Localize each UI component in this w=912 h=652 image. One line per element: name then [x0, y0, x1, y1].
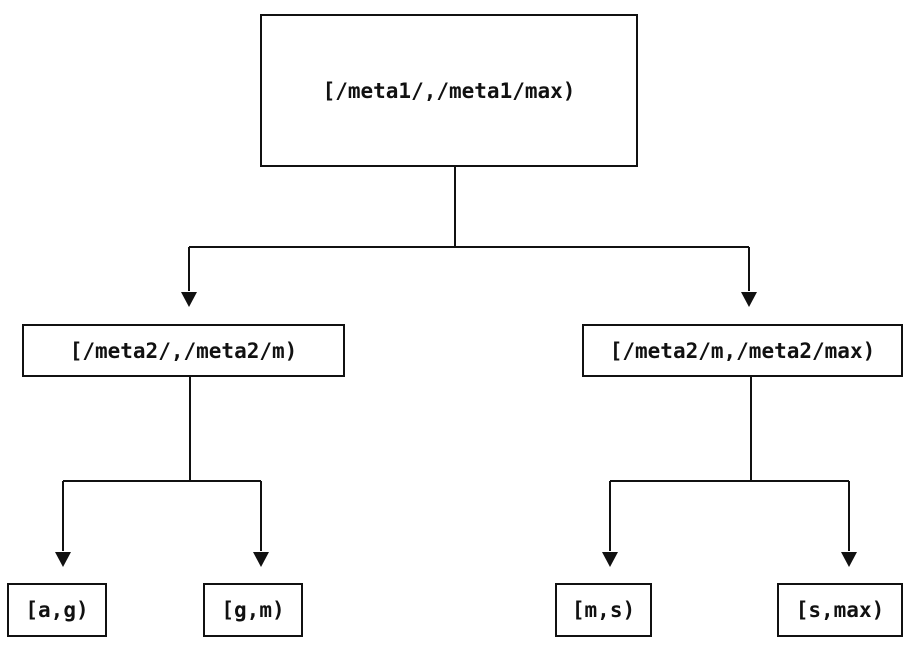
node-left-range: [/meta2/,/meta2/m)	[22, 324, 345, 377]
connector-root-to-children	[181, 167, 757, 307]
edge-right-leaves-lines	[609, 377, 850, 551]
edge-root-children-lines	[188, 167, 750, 291]
arrowhead-icon	[55, 552, 71, 567]
node-label: [/meta2/,/meta2/m)	[69, 338, 298, 363]
node-root-range: [/meta1/,/meta1/max)	[260, 14, 638, 167]
node-label: [a,g)	[25, 598, 89, 622]
arrowhead-icon	[253, 552, 269, 567]
arrowhead-icon	[741, 292, 757, 307]
leaf-node-s-max: [s,max)	[777, 583, 903, 637]
leaf-node-g-m: [g,m)	[203, 583, 303, 637]
node-label: [m,s)	[571, 598, 636, 622]
node-right-range: [/meta2/m,/meta2/max)	[582, 324, 903, 377]
connector-right-to-leaves	[602, 377, 857, 567]
arrowhead-icon	[181, 292, 197, 307]
arrowhead-icon	[841, 552, 857, 567]
connector-left-to-leaves	[55, 377, 269, 567]
arrowhead-icon	[602, 552, 618, 567]
node-label: [s,max)	[795, 598, 885, 622]
node-label: [/meta1/,/meta1/max)	[322, 78, 576, 103]
leaf-node-a-g: [a,g)	[7, 583, 107, 637]
edge-left-leaves-lines	[62, 377, 262, 551]
node-label: [/meta2/m,/meta2/max)	[609, 338, 876, 363]
leaf-node-m-s: [m,s)	[555, 583, 652, 637]
node-label: [g,m)	[221, 598, 285, 622]
